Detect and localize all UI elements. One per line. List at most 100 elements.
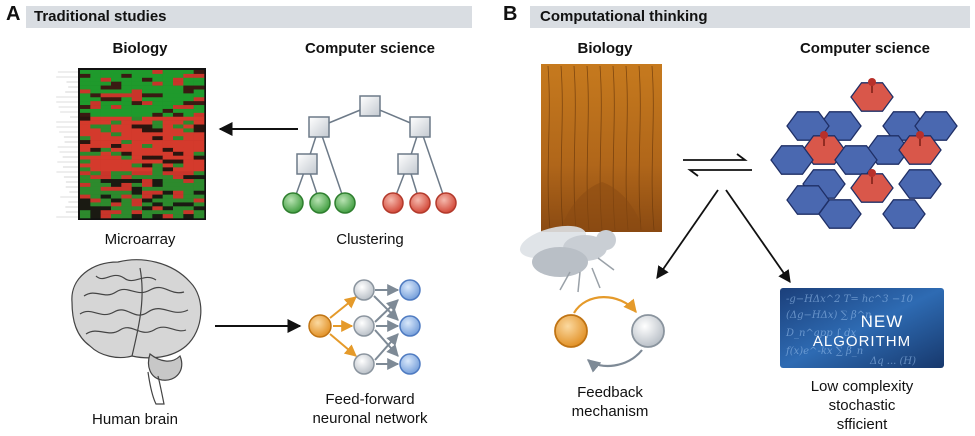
heatmap-cell — [100, 73, 112, 79]
heatmap-cell — [142, 198, 153, 203]
panel-a-title-bar — [26, 6, 472, 28]
heatmap-cell — [152, 136, 163, 141]
heatmap-cell — [152, 194, 163, 199]
heatmap-cell — [142, 81, 153, 86]
algorithm-caption: Low complexity stochastic sfficient — [810, 378, 914, 433]
heatmap-cell — [111, 93, 122, 98]
heatmap-cell — [183, 116, 194, 121]
heatmap-cell — [80, 147, 91, 153]
heatmap-cell — [162, 73, 174, 79]
heatmap-cell — [111, 198, 122, 203]
heatmap-cell — [111, 85, 122, 90]
heatmap-cell — [193, 147, 205, 153]
feedforward-edges — [329, 284, 400, 370]
heatmap-cell — [173, 151, 184, 156]
heatmap-cell — [193, 108, 205, 114]
heatmap-cell — [173, 167, 184, 172]
heatmap-cell — [152, 210, 163, 215]
heatmap-cell — [121, 128, 132, 133]
heatmap-cell — [100, 151, 112, 156]
heatmap-cell — [162, 140, 174, 145]
heatmap-cell — [90, 128, 101, 133]
heatmap-cell — [100, 144, 112, 149]
heatmap-cell — [183, 132, 194, 137]
heatmap-cell — [80, 198, 91, 203]
heatmap-cell — [100, 108, 112, 114]
heatmap-cell — [90, 151, 101, 156]
heatmap-cell — [121, 73, 132, 79]
heatmap-cell — [90, 136, 101, 141]
heatmap-cell — [162, 171, 174, 176]
heatmap-cell — [111, 202, 122, 207]
heatmap-cell — [100, 93, 112, 98]
heatmap-cell — [142, 151, 153, 156]
heatmap-cell — [162, 210, 174, 215]
heatmap-cell — [142, 186, 153, 192]
heatmap-cell — [142, 112, 153, 118]
heatmap-cell — [80, 128, 91, 133]
hex-bristle-pin-head — [868, 78, 876, 86]
heatmap-cell — [90, 190, 101, 195]
heatmap-cell — [90, 85, 101, 90]
heatmap-cell — [131, 128, 143, 133]
heatmap-cell — [121, 186, 132, 192]
heatmap-cell — [183, 210, 194, 215]
hex-bristle-pin-head — [916, 131, 924, 139]
bristle-row — [638, 65, 642, 231]
heatmap-cell — [131, 190, 143, 195]
heatmap-cell — [90, 70, 101, 75]
heatmap-cell — [100, 89, 112, 94]
heatmap-cell — [152, 179, 163, 184]
heatmap-cell — [152, 93, 163, 98]
heatmap-cell — [131, 167, 143, 172]
heatmap-cell — [173, 120, 184, 125]
heatmap-cell — [111, 89, 122, 94]
heatmap-cell — [121, 89, 132, 94]
heatmap-cell — [142, 89, 153, 94]
heatmap-cell — [131, 105, 143, 110]
heatmap-cell — [142, 120, 153, 125]
heatmap-cell — [80, 97, 91, 102]
heatmap-cell — [193, 81, 205, 86]
heatmap-cell — [162, 147, 174, 153]
heatmap-cell — [173, 112, 184, 118]
heatmap-cell — [90, 89, 101, 94]
heatmap-cell — [100, 116, 112, 121]
heatmap-cell — [80, 167, 91, 172]
heatmap-cell — [100, 70, 112, 75]
heatmap-cell — [193, 198, 205, 203]
algorithm-backdrop-formula: f(x)e^-kx ∑ β_n — [785, 346, 863, 357]
heatmap-cell — [162, 190, 174, 195]
heatmap-cell — [111, 171, 122, 176]
heatmap-cell — [193, 167, 205, 172]
heatmap-cell — [152, 167, 163, 172]
heatmap-cell — [173, 198, 184, 203]
heatmap-cell — [173, 171, 184, 176]
heatmap-cell — [131, 179, 143, 184]
heatmap-cell — [152, 112, 163, 118]
heatmap-cell — [131, 120, 143, 125]
heatmap-cell — [193, 144, 205, 149]
heatmap-cell — [193, 132, 205, 137]
heatmap-cell — [131, 136, 143, 141]
heatmap-cell — [183, 144, 194, 149]
heatmap-cell — [152, 89, 163, 94]
heatmap-cell — [90, 167, 101, 172]
heatmap-cell — [173, 97, 184, 102]
heatmap-cell — [142, 175, 153, 180]
heatmap-cell — [173, 108, 184, 114]
heatmap-cell — [173, 93, 184, 98]
heatmap-cell — [100, 85, 112, 90]
heatmap-cell — [131, 81, 143, 86]
heatmap-cell — [173, 128, 184, 133]
heatmap-cell — [100, 155, 112, 160]
heatmap-cell — [193, 93, 205, 98]
heatmap-cell — [183, 171, 194, 176]
heatmap-cell — [90, 132, 101, 137]
heatmap-cell — [142, 101, 153, 106]
heatmap-cell — [183, 206, 194, 211]
heatmap-cell — [111, 155, 122, 160]
hex-cell-blue — [898, 169, 942, 199]
heatmap-cell — [90, 171, 101, 176]
heatmap-cell — [90, 108, 101, 114]
